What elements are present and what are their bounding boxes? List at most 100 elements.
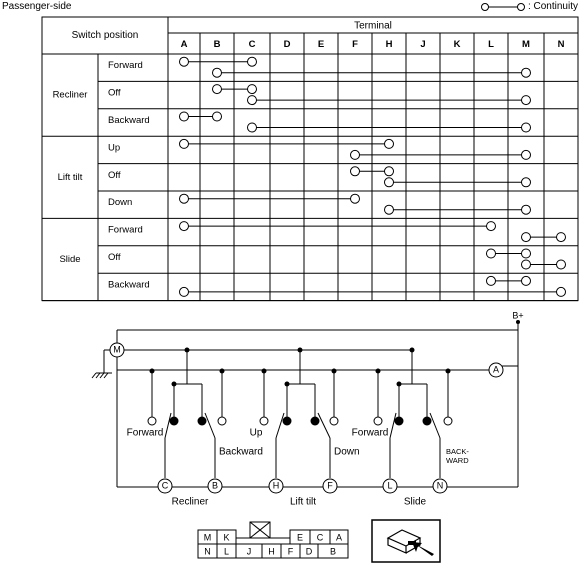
switch-position-label: Backward [219, 447, 263, 458]
terminal-label-L: L [488, 39, 494, 50]
continuity-dot [521, 122, 531, 133]
group-label: Recliner [53, 90, 88, 101]
switch-group-label: Recliner [172, 497, 209, 508]
terminal-label-C: C [249, 39, 256, 50]
continuity-dot [486, 248, 496, 259]
junction-dot [171, 381, 177, 387]
continuity-dot [350, 193, 360, 204]
terminal-M-label: M [113, 344, 121, 354]
continuity-dot [521, 67, 531, 78]
terminal-N [432, 478, 448, 494]
terminal-label-A: A [181, 39, 188, 50]
continuity-dot [247, 122, 257, 133]
left-contact [147, 416, 157, 426]
connector-pin-label: A [336, 532, 342, 542]
terminal-label-F: F [352, 39, 358, 50]
continuity-dot [179, 138, 189, 149]
switch-lever [204, 412, 216, 439]
terminal-C-label: C [162, 480, 169, 490]
row-label: Up [108, 142, 120, 153]
switch-lever [389, 412, 397, 439]
terminal-label-J: J [420, 39, 425, 50]
right-contact [443, 416, 453, 426]
continuity-dot [384, 177, 394, 188]
continuity-dot [521, 177, 531, 188]
terminal-label-M: M [522, 39, 530, 50]
bplus-label: B+ [512, 310, 523, 320]
continuity-symbol-icon [480, 2, 525, 11]
group-label: Slide [59, 254, 80, 265]
continuity-dot [350, 149, 360, 160]
continuity-dot [350, 166, 360, 177]
group-label: Lift tilt [58, 172, 83, 183]
continuity-dot [384, 138, 394, 149]
switch-lever [317, 412, 331, 439]
switch-position-label: Forward [127, 428, 164, 439]
page-title: Passenger-side [2, 1, 72, 12]
connector-pin-label: K [223, 532, 229, 542]
continuity-dot [521, 204, 531, 215]
continuity-dot [521, 275, 531, 286]
continuity-dot [247, 56, 257, 67]
continuity-dot [212, 67, 222, 78]
connector-housing-side [387, 538, 407, 554]
common-contact [197, 416, 207, 426]
connector-pin-label: B [330, 546, 336, 556]
connector-pin-label: J [247, 546, 252, 556]
junction-dot [284, 381, 290, 387]
continuity-dot [521, 95, 531, 106]
terminal-header: Terminal [354, 21, 392, 32]
row-label: Off [108, 88, 121, 99]
continuity-dot [521, 232, 531, 243]
connector-pin-label: M [204, 532, 212, 542]
junction-dot [396, 381, 402, 387]
terminal-H [268, 478, 284, 494]
ground-hash [99, 372, 105, 379]
bplus-terminal-dot [516, 320, 520, 324]
switch-lever [429, 412, 441, 439]
continuity-dot [179, 56, 189, 67]
terminal-label-E: E [318, 39, 324, 50]
continuity-legend-text: : Continuity [527, 1, 578, 12]
switch-position-label: Up [250, 428, 263, 439]
continuity-dot [247, 95, 257, 106]
connector-pin-label: E [297, 532, 303, 542]
left-contact [259, 416, 269, 426]
left-contact [373, 416, 383, 426]
terminal-N-label: N [437, 480, 444, 490]
connector-pin-label: D [306, 546, 313, 556]
row-label: Forward [108, 225, 143, 236]
switch-position-label: BACK- [446, 447, 469, 456]
terminal-label-K: K [454, 39, 461, 50]
continuity-dot [179, 286, 189, 297]
terminal-F [322, 478, 338, 494]
continuity-dot [556, 286, 566, 297]
row-label: Backward [108, 115, 150, 126]
row-label: Forward [108, 60, 143, 71]
continuity-dot [521, 248, 531, 259]
continuity-dot [384, 204, 394, 215]
row-label: Off [108, 170, 121, 181]
ground-hash [95, 372, 101, 379]
row-label: Backward [108, 279, 150, 290]
continuity-legend: : Continuity [480, 1, 578, 12]
switch-position-label: WARD [446, 456, 469, 465]
switch-lever [164, 412, 172, 439]
switch-position-label: Down [334, 447, 360, 458]
switch-position-header: Switch position [72, 30, 139, 41]
connector-pin-label: N [204, 546, 211, 556]
connector-cavity [317, 543, 349, 559]
continuity-dot [384, 166, 394, 177]
switch-position-label: Forward [352, 428, 389, 439]
continuity-dot [486, 221, 496, 232]
terminal-label-D: D [284, 39, 291, 50]
ground-hash [103, 372, 109, 379]
common-contact [310, 416, 320, 426]
continuity-dot [556, 259, 566, 270]
row-label: Off [108, 252, 121, 263]
right-contact [329, 416, 339, 426]
continuity-dot [212, 111, 222, 122]
continuity-dot [486, 275, 496, 286]
continuity-dot [556, 232, 566, 243]
switch-group-label: Slide [404, 497, 427, 508]
